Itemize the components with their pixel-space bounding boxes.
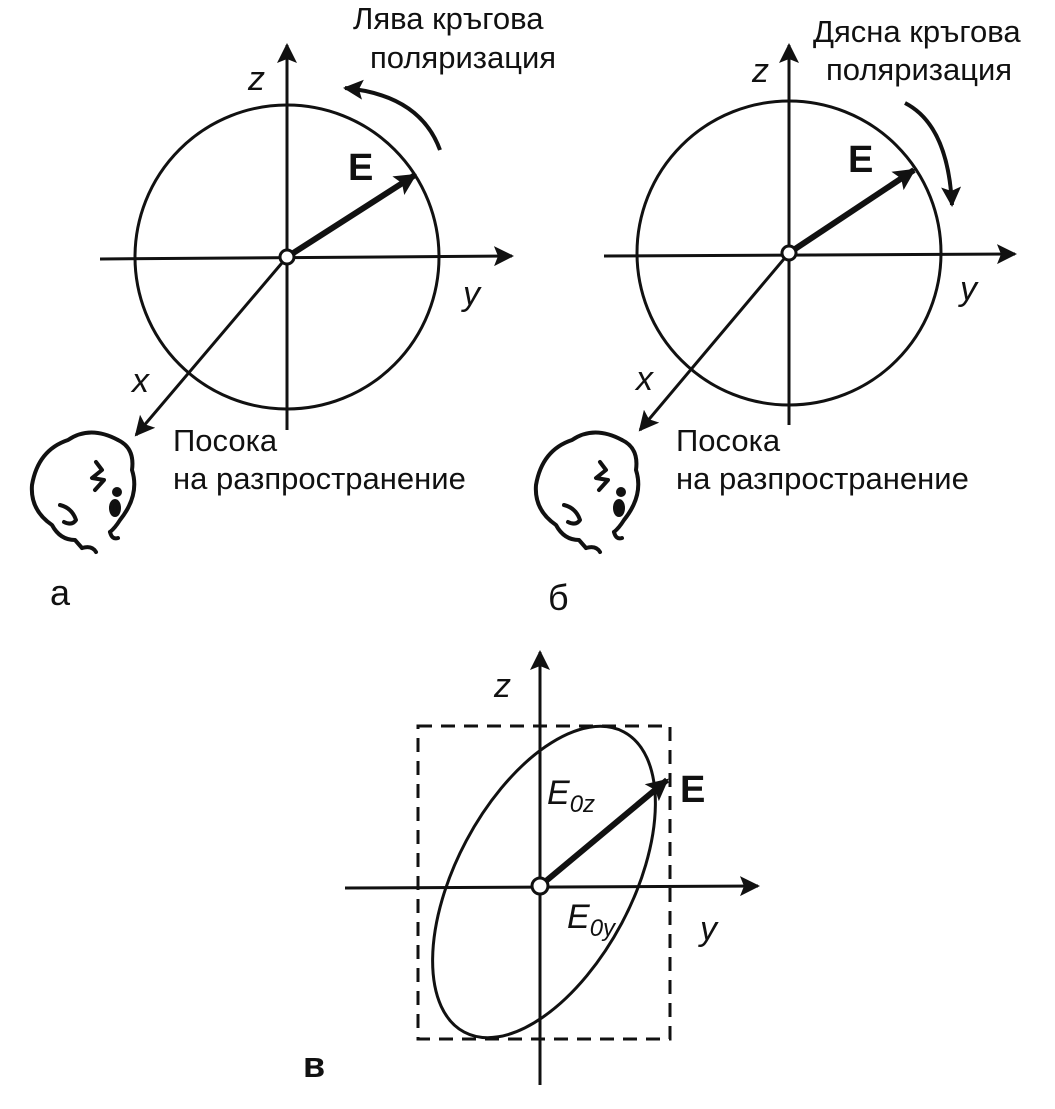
origin-point	[530, 876, 550, 896]
y-axis-label: y	[958, 270, 979, 308]
direction-line-2: на разпространение	[676, 461, 969, 496]
vector-label: E	[348, 147, 373, 189]
observer-face-icon	[29, 430, 137, 554]
polarization-ellipse	[431, 724, 657, 1040]
x-axis-label: x	[130, 362, 150, 400]
z-axis-label: z	[247, 60, 265, 98]
direction-line-1: Посока	[173, 423, 278, 458]
title-line-1: Дясна кръгова	[813, 14, 1021, 49]
e-field-vector	[787, 167, 916, 256]
x-axis-label: x	[634, 360, 654, 398]
rotation-arrow-icon	[343, 79, 442, 151]
y-axis-label: y	[461, 275, 482, 313]
panel-tag: а	[50, 572, 71, 613]
y-axis	[603, 244, 1017, 265]
origin-point	[780, 244, 798, 262]
z-axis-label: z	[751, 52, 769, 90]
y-axis-label: y	[698, 910, 719, 948]
x-axis	[638, 252, 791, 432]
amplitude-z-label: E0z	[547, 774, 595, 818]
panel-c: z y E E0z E0y в	[303, 650, 760, 1085]
vector-label: E	[848, 139, 873, 181]
title-line-2: поляризация	[826, 52, 1012, 87]
panel-a: Лява кръгова поляризация z y x E Посока …	[29, 1, 556, 613]
title-line-1: Лява кръгова	[353, 1, 544, 36]
y-axis	[99, 246, 514, 267]
rotation-arrow-icon	[904, 101, 962, 207]
vector-label: E	[680, 769, 705, 811]
z-axis-label: z	[493, 667, 511, 705]
direction-line-1: Посока	[676, 423, 781, 458]
observer-face-icon	[533, 430, 641, 554]
x-axis	[134, 256, 289, 437]
e-field-vector	[285, 172, 417, 260]
amplitude-box	[416, 724, 672, 1041]
direction-line-2: на разпространение	[173, 461, 466, 496]
title-line-2: поляризация	[370, 40, 556, 75]
amplitude-y-label: E0y	[567, 898, 617, 942]
y-axis	[344, 876, 760, 897]
panel-b: Дясна кръгова поляризация z y x E Посока…	[533, 14, 1021, 618]
origin-point	[278, 248, 296, 266]
panel-tag: б	[548, 577, 569, 618]
panel-tag: в	[303, 1044, 325, 1085]
e-field-vector	[538, 777, 669, 889]
